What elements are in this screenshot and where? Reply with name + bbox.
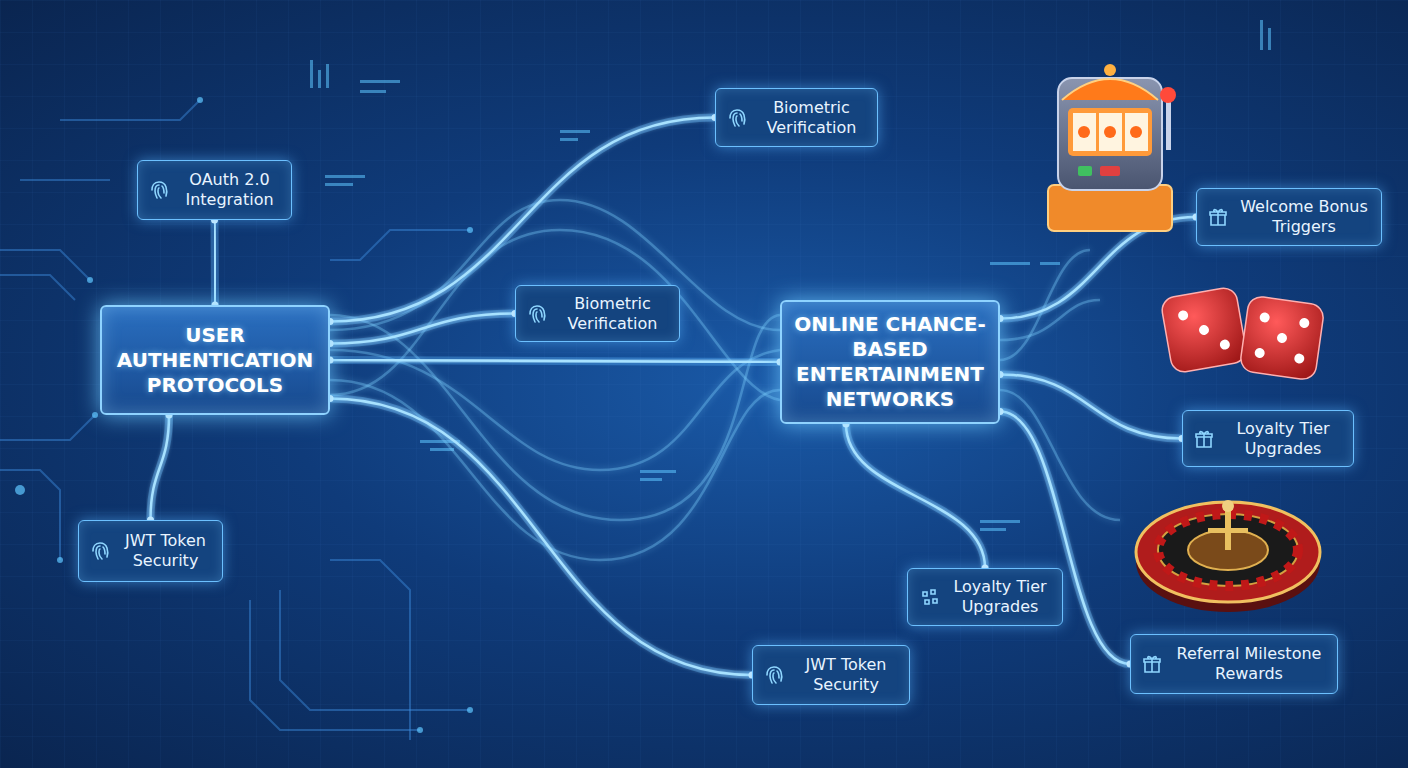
fiber-connector	[327, 357, 784, 366]
fiber-connector	[327, 395, 756, 679]
fiber-connector	[997, 408, 1134, 667]
hub-box: ONLINE CHANCE-BASED ENTERTAINMENT NETWOR…	[780, 300, 1000, 424]
slot-machine	[1048, 64, 1176, 231]
tag-label: OAuth 2.0 Integration	[178, 170, 281, 210]
node-icon	[1141, 653, 1163, 675]
feature-tag: Loyalty Tier Upgrades	[907, 568, 1063, 626]
feature-tag: JWT Token Security	[78, 520, 223, 582]
node-icon	[1207, 206, 1229, 228]
node-icon	[763, 664, 785, 686]
tag-label: Referral Milestone Rewards	[1171, 644, 1327, 684]
fiber-connector	[327, 310, 519, 347]
feature-tag: Welcome Bonus Triggers	[1196, 188, 1382, 246]
roulette-wheel	[1136, 500, 1320, 612]
fiber-connector	[211, 217, 219, 309]
feature-tag: Referral Milestone Rewards	[1130, 634, 1338, 694]
dice	[1160, 286, 1325, 381]
fiber-connector	[147, 412, 173, 524]
tag-label: JWT Token Security	[793, 655, 899, 695]
tag-label: Loyalty Tier Upgrades	[1223, 419, 1343, 459]
tag-label: Welcome Bonus Triggers	[1237, 197, 1371, 237]
hub-box: USER AUTHENTICATION PROTOCOLS	[100, 305, 330, 415]
feature-tag: Loyalty Tier Upgrades	[1182, 410, 1354, 467]
node-icon	[726, 107, 748, 129]
tag-label: Biometric Verification	[756, 98, 867, 138]
feature-tag: JWT Token Security	[752, 645, 910, 705]
fiber-connector	[843, 421, 989, 572]
feature-tag: Biometric Verification	[515, 285, 680, 342]
node-icon	[148, 179, 170, 201]
tag-label: JWT Token Security	[119, 531, 212, 571]
hub-title: USER AUTHENTICATION PROTOCOLS	[114, 323, 316, 398]
node-icon	[918, 586, 940, 608]
node-icon	[526, 303, 548, 325]
node-icon	[89, 540, 111, 562]
feature-tag: OAuth 2.0 Integration	[137, 160, 292, 220]
tag-label: Biometric Verification	[556, 294, 669, 334]
node-icon	[1193, 428, 1215, 450]
hub-title: ONLINE CHANCE-BASED ENTERTAINMENT NETWOR…	[794, 312, 986, 412]
tag-label: Loyalty Tier Upgrades	[948, 577, 1052, 617]
feature-tag: Biometric Verification	[715, 88, 878, 147]
